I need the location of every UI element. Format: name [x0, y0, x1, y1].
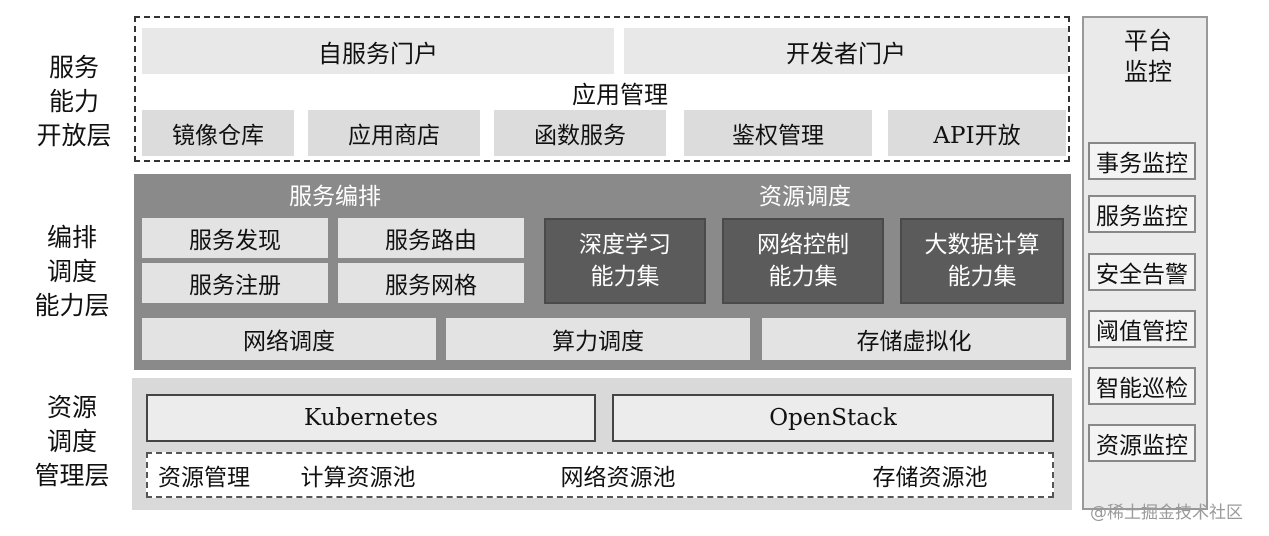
resource-scheduling-title: 资源调度 — [759, 184, 851, 210]
resource-management: 资源管理 — [158, 465, 250, 491]
service-discovery: 服务发现 — [142, 218, 328, 258]
service-routing: 服务路由 — [338, 218, 524, 258]
capability-line: 深度学习 — [579, 232, 671, 258]
compute-resource-pool: 计算资源池 — [300, 465, 416, 491]
openstack-box: OpenStack — [612, 394, 1054, 442]
storage-virtualization: 存储虚拟化 — [762, 318, 1066, 360]
service-registry: 服务注册 — [142, 263, 328, 303]
network-scheduling: 网络调度 — [142, 318, 436, 360]
resource-layer-label: 资源 调度 管理层 — [16, 390, 128, 494]
capability-line: 能力集 — [947, 264, 1017, 290]
service-mesh: 服务网格 — [338, 263, 524, 303]
platform-monitoring-title: 平台 监控 — [1096, 24, 1200, 90]
monitor-threshold: 阈值管控 — [1088, 310, 1196, 348]
monitoring-title-line: 平台 — [1124, 27, 1172, 55]
service-item-api-open: API开放 — [888, 110, 1066, 156]
capability-line: 网络控制 — [757, 232, 849, 258]
service-layer-label-line: 服务 — [48, 53, 99, 82]
network-control-capability: 网络控制 能力集 — [722, 218, 884, 304]
compute-scheduling: 算力调度 — [446, 318, 750, 360]
service-layer-label-line: 开放层 — [36, 121, 112, 150]
service-layer-label-line: 能力 — [48, 87, 99, 116]
big-data-capability: 大数据计算 能力集 — [900, 218, 1064, 304]
developer-portal: 开发者门户 — [624, 28, 1068, 74]
service-item-function-service: 函数服务 — [494, 110, 666, 156]
orchestration-layer-label-line: 能力层 — [34, 291, 110, 320]
service-item-image-registry: 镜像仓库 — [142, 110, 294, 156]
monitor-service: 服务监控 — [1088, 195, 1196, 233]
storage-resource-pool: 存储资源池 — [872, 465, 988, 491]
monitoring-title-line: 监控 — [1124, 58, 1172, 86]
monitor-transaction: 事务监控 — [1088, 142, 1196, 180]
service-layer-label: 服务 能力 开放层 — [20, 50, 128, 154]
resource-layer-label-line: 资源 — [46, 393, 97, 422]
service-item-auth-management: 鉴权管理 — [684, 110, 872, 156]
watermark: @稀土掘金技术社区 — [1090, 503, 1243, 523]
resource-layer-label-line: 管理层 — [34, 461, 110, 490]
monitor-inspection: 智能巡检 — [1088, 367, 1196, 405]
resource-layer-label-line: 调度 — [46, 427, 97, 456]
orchestration-layer-label: 编排 调度 能力层 — [14, 220, 130, 324]
orchestration-layer-label-line: 编排 — [46, 223, 97, 252]
orchestration-layer-label-line: 调度 — [46, 257, 97, 286]
network-resource-pool: 网络资源池 — [560, 465, 676, 491]
kubernetes-box: Kubernetes — [146, 394, 596, 442]
resource-pools-frame — [146, 452, 1054, 498]
capability-line: 能力集 — [590, 264, 660, 290]
capability-line: 大数据计算 — [924, 232, 1040, 258]
capability-line: 能力集 — [768, 264, 838, 290]
monitor-resource: 资源监控 — [1088, 424, 1196, 462]
self-service-portal: 自服务门户 — [142, 28, 614, 74]
app-management-title: 应用管理 — [572, 80, 668, 109]
service-item-app-store: 应用商店 — [308, 110, 480, 156]
service-orchestration-title: 服务编排 — [289, 184, 381, 210]
monitor-security-alert: 安全告警 — [1088, 253, 1196, 291]
deep-learning-capability: 深度学习 能力集 — [544, 218, 706, 304]
